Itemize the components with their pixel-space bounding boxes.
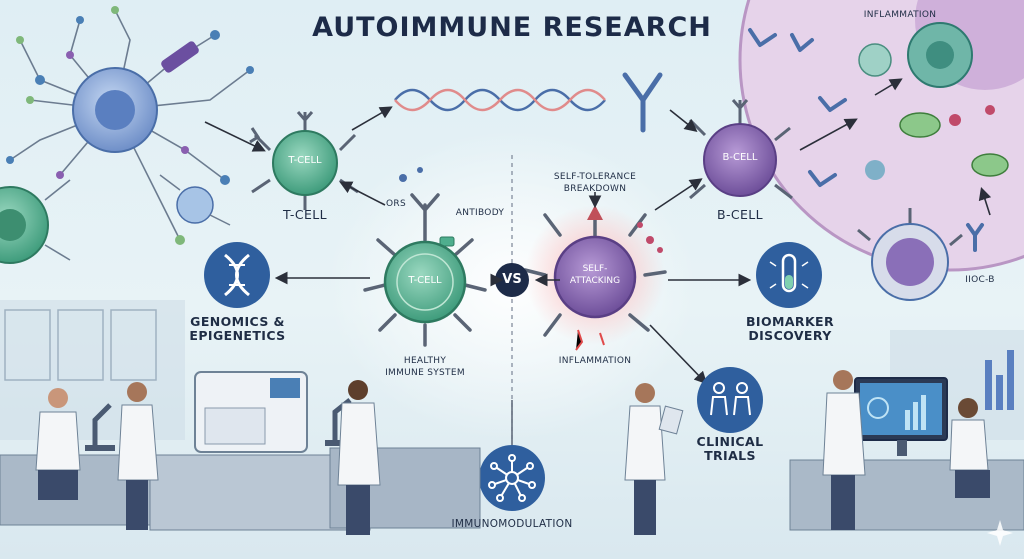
clinical-line2: TRIALS <box>704 448 756 463</box>
self-attacking-line1: SELF- <box>582 264 608 274</box>
scientist-seated <box>35 388 81 500</box>
healthy-line2: IMMUNE SYSTEM <box>385 368 465 378</box>
green-cell-left <box>0 179 71 264</box>
self-tolerance-line1: SELF-TOLERANCE <box>553 172 637 182</box>
network-icon <box>479 445 545 511</box>
iioc-label: IIOC-B <box>965 275 995 285</box>
tcell-center <box>363 167 487 347</box>
genomics-line2: EPIGENETICS <box>189 328 286 343</box>
immunomodulation-label: IMMUNOMODULATION <box>451 518 573 530</box>
lab-right <box>624 330 1024 535</box>
biomarker-line2: DISCOVERY <box>748 328 832 343</box>
scientist-seated-right <box>949 398 990 498</box>
label-antibody: ANTIBODY <box>455 208 505 218</box>
antibodies-topright <box>748 28 984 252</box>
flow-arrows <box>204 78 992 385</box>
small-cell-lower <box>159 174 231 226</box>
scientist-standing-right <box>822 370 866 530</box>
tcell-left-caption: T-CELL <box>283 207 327 222</box>
self-tolerance-line2: BREAKDOWN <box>563 184 627 194</box>
antibody-top <box>622 72 663 133</box>
test-tube-icon <box>756 242 822 308</box>
lab-left <box>0 300 481 535</box>
bcell-caption: B-CELL <box>716 207 764 222</box>
tcell-center-inner-label: T-CELL <box>408 275 442 286</box>
genomics-line1: GENOMICS & <box>190 314 285 329</box>
lab-machine <box>194 371 308 453</box>
label-ors: ORS <box>386 199 406 209</box>
biomarker-line1: BIOMARKER <box>746 314 834 329</box>
people-icon <box>697 367 763 433</box>
vs-badge <box>495 263 529 297</box>
bcell-right <box>688 99 793 200</box>
self-attacking-line2: ATTACKING <box>569 276 621 286</box>
scientist-clipboard <box>624 383 684 535</box>
healthy-line1: HEALTHY <box>403 356 447 366</box>
inflammation-cluster <box>858 22 1009 180</box>
bcell-inner-label: B-CELL <box>722 152 758 163</box>
dna-helix <box>394 88 606 112</box>
scientist-center-left <box>337 380 381 535</box>
scientist-standing-left <box>117 382 159 530</box>
sparkle-icon <box>987 520 1013 546</box>
tcell-left-inner-label: T-CELL <box>288 155 322 166</box>
dna-icon <box>204 242 270 308</box>
inflammation-center-label: INFLAMMATION <box>558 356 632 366</box>
label-inflammation-top: INFLAMMATION <box>863 10 937 20</box>
clinical-line1: CLINICAL <box>696 434 764 449</box>
page-title: AUTOIMMUNE RESEARCH <box>312 12 712 43</box>
monitor-chart-icon <box>854 377 948 456</box>
network-cell-topleft <box>6 6 254 245</box>
purple-cell-right <box>857 208 963 301</box>
vs-label: VS <box>502 272 522 287</box>
